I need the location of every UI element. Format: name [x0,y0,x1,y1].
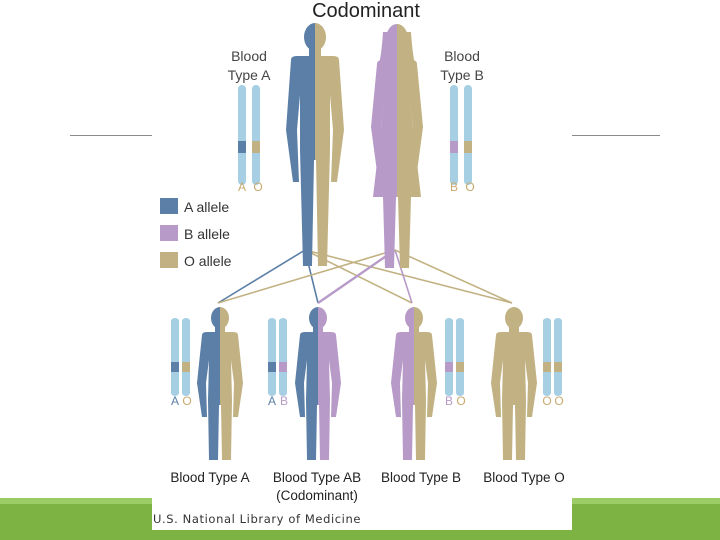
father-label-line2: Type A [228,67,271,83]
father-label-line1: Blood [231,48,267,64]
child-o-label: Blood Type O [483,470,565,485]
legend-label-o: O allele [184,253,232,269]
child-ab-label-sub: (Codominant) [276,488,358,503]
child-b-allele-1: B [445,394,453,408]
child-o-allele-1: O [542,394,551,408]
legend-label-a: A allele [184,199,229,215]
child-a-allele-2: O [182,394,191,408]
legend-swatch-a [160,198,178,214]
mother-label-line1: Blood [444,48,480,64]
mother-chromosomes [450,85,472,185]
child-ab-chromosomes [268,318,287,396]
legend-swatch-o [160,252,178,268]
right-divider-line [572,135,660,136]
mother-allele-1: B [450,180,458,194]
father-chromosomes [238,85,260,185]
child-ab-allele-1: A [268,394,276,408]
child-a-allele-1: A [171,394,179,408]
mother-figure [371,24,423,268]
child-a-chromosomes [171,318,190,396]
child-o-chromosomes [543,318,562,396]
left-divider-line [70,135,152,136]
mother-label-line2: Type B [440,67,484,83]
child-a-label: Blood Type A [170,470,249,485]
diagram-title: Codominant [312,0,420,22]
legend: A allele B allele O allele [160,198,232,269]
child-ab-allele-2: B [280,394,288,408]
legend-swatch-b [160,225,178,241]
inheritance-lines [217,249,513,304]
child-a-figure [197,307,243,460]
legend-label-b: B allele [184,226,230,242]
father-allele-1: A [238,180,246,194]
child-o-allele-2: O [554,394,563,408]
child-o-figure [491,307,537,460]
father-figure [286,23,344,266]
image-credit: U.S. National Library of Medicine [153,512,362,526]
mother-allele-2: O [465,180,474,194]
child-ab-figure [295,307,341,460]
child-b-label: Blood Type B [381,470,461,485]
child-ab-label: Blood Type AB [273,470,361,485]
child-b-allele-2: O [456,394,465,408]
father-allele-2: O [253,180,262,194]
child-b-chromosomes [445,318,464,396]
child-b-figure [391,307,437,460]
